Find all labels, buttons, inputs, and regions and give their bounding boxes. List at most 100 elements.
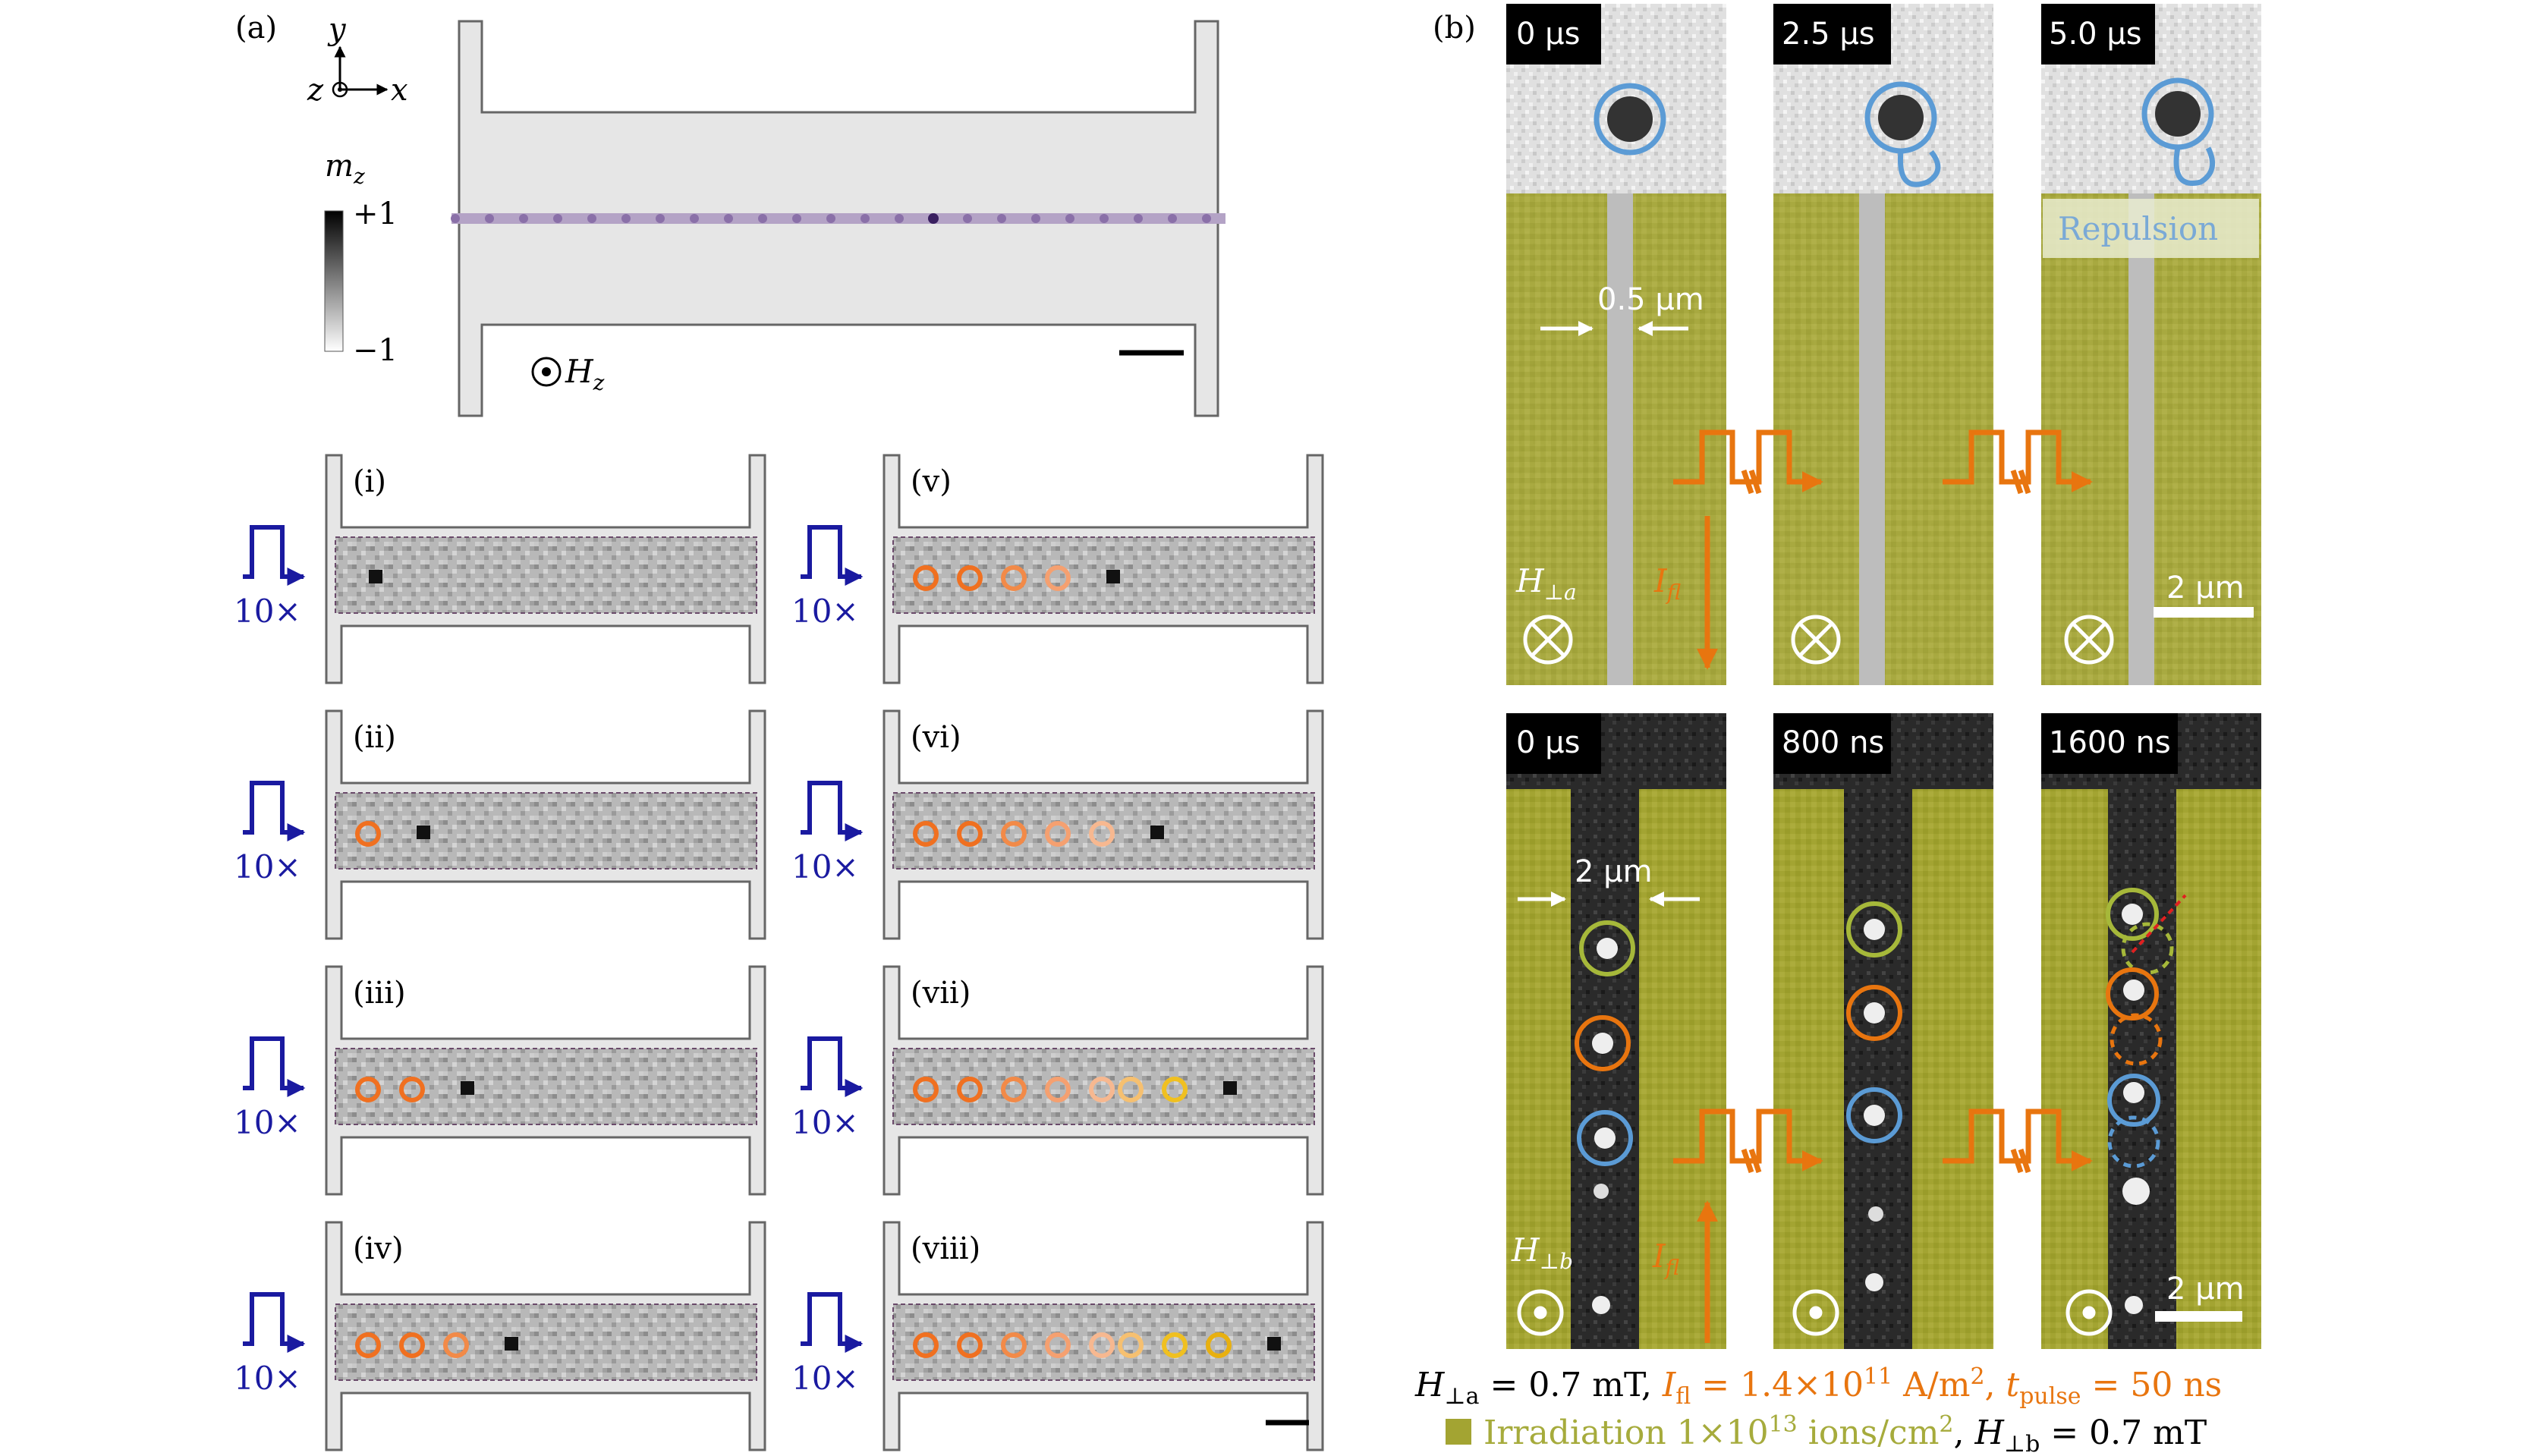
skyrmion-mark <box>399 1332 425 1358</box>
subpanel-label: (i) <box>353 464 386 499</box>
cap1-i-exp: 11 <box>1864 1363 1892 1390</box>
cap1-h-rest: = 0.7 mT, <box>1479 1366 1662 1404</box>
track-dots <box>451 213 1211 224</box>
svg-text:H⊥a = 0.7 mT, Ifl = 1.4×1011 A: H⊥a = 0.7 mT, Ifl = 1.4×1011 A/m2, tpuls… <box>1414 1363 2222 1410</box>
cap1-i: I <box>1662 1366 1677 1404</box>
field-hz-sub: z <box>593 370 605 395</box>
subpanel-image <box>335 1048 757 1125</box>
skyrmion-mark <box>1162 1077 1188 1102</box>
top-scale-label: 2 μm <box>2166 571 2245 605</box>
field-hz-label: H <box>565 353 594 390</box>
colorbar-max: +1 <box>353 197 398 231</box>
pulse-icon <box>801 525 864 586</box>
skyrmion-mark <box>399 1077 425 1102</box>
panel-b-bottom-2 <box>1773 713 1993 1349</box>
caption-line-2: Irradiation 1×1013 ions/cm2, H⊥b = 0.7 m… <box>1446 1411 2207 1456</box>
svg-text:Irradiation 1×1013 ions/cm2, H: Irradiation 1×1013 ions/cm2, H⊥b = 0.7 m… <box>1483 1411 2207 1456</box>
subpanel-label: (iv) <box>353 1231 404 1266</box>
subpanel-label: (ii) <box>353 720 396 755</box>
top-time-labels: 0 μs 2.5 μs 5.0 μs <box>1516 17 2142 52</box>
colorbar-title: m <box>325 149 354 184</box>
subpanel-image <box>892 1048 1315 1125</box>
cap1-h-sub: ⊥a <box>1444 1383 1479 1410</box>
cap2-irr-unit-exp: 2 <box>1939 1411 1953 1438</box>
subpanel-label: (vii) <box>911 976 971 1011</box>
skyrmion <box>1106 570 1120 583</box>
field-into-icon <box>1523 615 2114 665</box>
axis-y-label: y <box>327 12 347 47</box>
time-label-bottom-2: 800 ns <box>1782 725 1884 760</box>
subpanel-image <box>892 1303 1315 1381</box>
top-current-sub: fl <box>1666 580 1682 605</box>
pulse-icon <box>801 781 864 841</box>
cap2-irr-exp: 13 <box>1769 1411 1798 1438</box>
skyrmion-mark <box>1001 821 1027 847</box>
time-label-bottom-3: 1600 ns <box>2049 725 2171 760</box>
skyrmion-mark <box>957 1332 983 1358</box>
skyrmion-mark <box>355 1332 381 1358</box>
cap2-h: H <box>1974 1414 2006 1452</box>
bottom-field-sub: ⊥b <box>1540 1249 1573 1274</box>
skyrmion-mark <box>913 1332 939 1358</box>
bottom-current-label: I <box>1652 1237 1666 1275</box>
pulse-icon <box>243 525 306 586</box>
skyrmion <box>1267 1337 1281 1351</box>
pulse-icon <box>243 781 306 841</box>
colorbar-title-sub: z <box>353 164 365 189</box>
subpanel-3: 10× (iii) <box>234 965 766 1196</box>
irradiation-swatch <box>1446 1419 1471 1445</box>
skyrmion-mark <box>913 1077 939 1102</box>
skyrmion <box>461 1081 474 1095</box>
cap2-sep: , <box>1954 1414 1975 1452</box>
subpanel-label: (viii) <box>911 1231 980 1266</box>
skyrmion-mark <box>957 565 983 591</box>
cap1-i-rest: = 1.4×10 <box>1691 1366 1864 1404</box>
skyrmion-mark <box>1089 821 1115 847</box>
skyrmion-mark <box>957 1077 983 1102</box>
svg-text:H⊥a: H⊥a <box>1515 562 1577 605</box>
field-out-icon <box>1517 1289 2113 1336</box>
subpanel-label: (vi) <box>911 720 961 755</box>
skyrmion-mark <box>1089 1077 1115 1102</box>
colorbar-gradient <box>324 210 344 352</box>
subpanel-image <box>335 536 757 614</box>
pulse-count: 10× <box>234 1104 301 1141</box>
pulse-count: 10× <box>234 848 301 885</box>
cap1-comma: , <box>1985 1366 2006 1404</box>
caption-line-1: H⊥a = 0.7 mT, Ifl = 1.4×1011 A/m2, tpuls… <box>1414 1363 2222 1410</box>
bottom-current-sub: fl <box>1664 1255 1680 1280</box>
subpanel-image <box>892 792 1315 870</box>
cap1-t: t <box>2006 1366 2020 1404</box>
skyrmion <box>1150 825 1164 839</box>
skyrmion-mark <box>1001 1077 1027 1102</box>
time-label-top-1: 0 μs <box>1516 17 1580 52</box>
panel-b-bottom-1 <box>1506 713 1726 1349</box>
subpanel-image <box>335 792 757 870</box>
subpanel-label: (iii) <box>353 976 406 1011</box>
panel-b-top-2 <box>1773 4 1993 685</box>
pulse-count: 10× <box>791 1104 859 1141</box>
skyrmion-mark <box>913 565 939 591</box>
time-label-top-2: 2.5 μs <box>1782 17 1875 52</box>
skyrmion-mark <box>1089 1332 1115 1358</box>
panel-a: (a) y z x mz +1 −1 <box>235 11 1225 417</box>
axes-glyph: y z x <box>307 12 408 108</box>
skyrmion-mark <box>1001 1332 1027 1358</box>
skyrmion-mark <box>355 821 381 847</box>
subpanel-7: 10× (vii) <box>791 965 1324 1196</box>
skyrmion-mark <box>913 821 939 847</box>
cap1-h: H <box>1414 1366 1446 1404</box>
subpanel-5: 10×(v) <box>791 454 1324 684</box>
skyrmion <box>369 570 382 583</box>
axis-x-label: x <box>391 73 408 108</box>
colorbar-min: −1 <box>353 333 398 368</box>
cap1-t-sub: pulse <box>2019 1383 2081 1410</box>
repulsion-label: Repulsion <box>2058 210 2218 247</box>
subpanel-6: 10×(vi) <box>791 709 1324 940</box>
pulse-count: 10× <box>234 593 301 630</box>
skyrmion-mark <box>1118 1332 1144 1358</box>
pulse-icon-orange-bottom <box>1673 1109 2093 1174</box>
pulse-count: 10× <box>791 593 859 630</box>
time-label-top-3: 5.0 μs <box>2049 17 2142 52</box>
subpanel-image <box>892 536 1315 614</box>
